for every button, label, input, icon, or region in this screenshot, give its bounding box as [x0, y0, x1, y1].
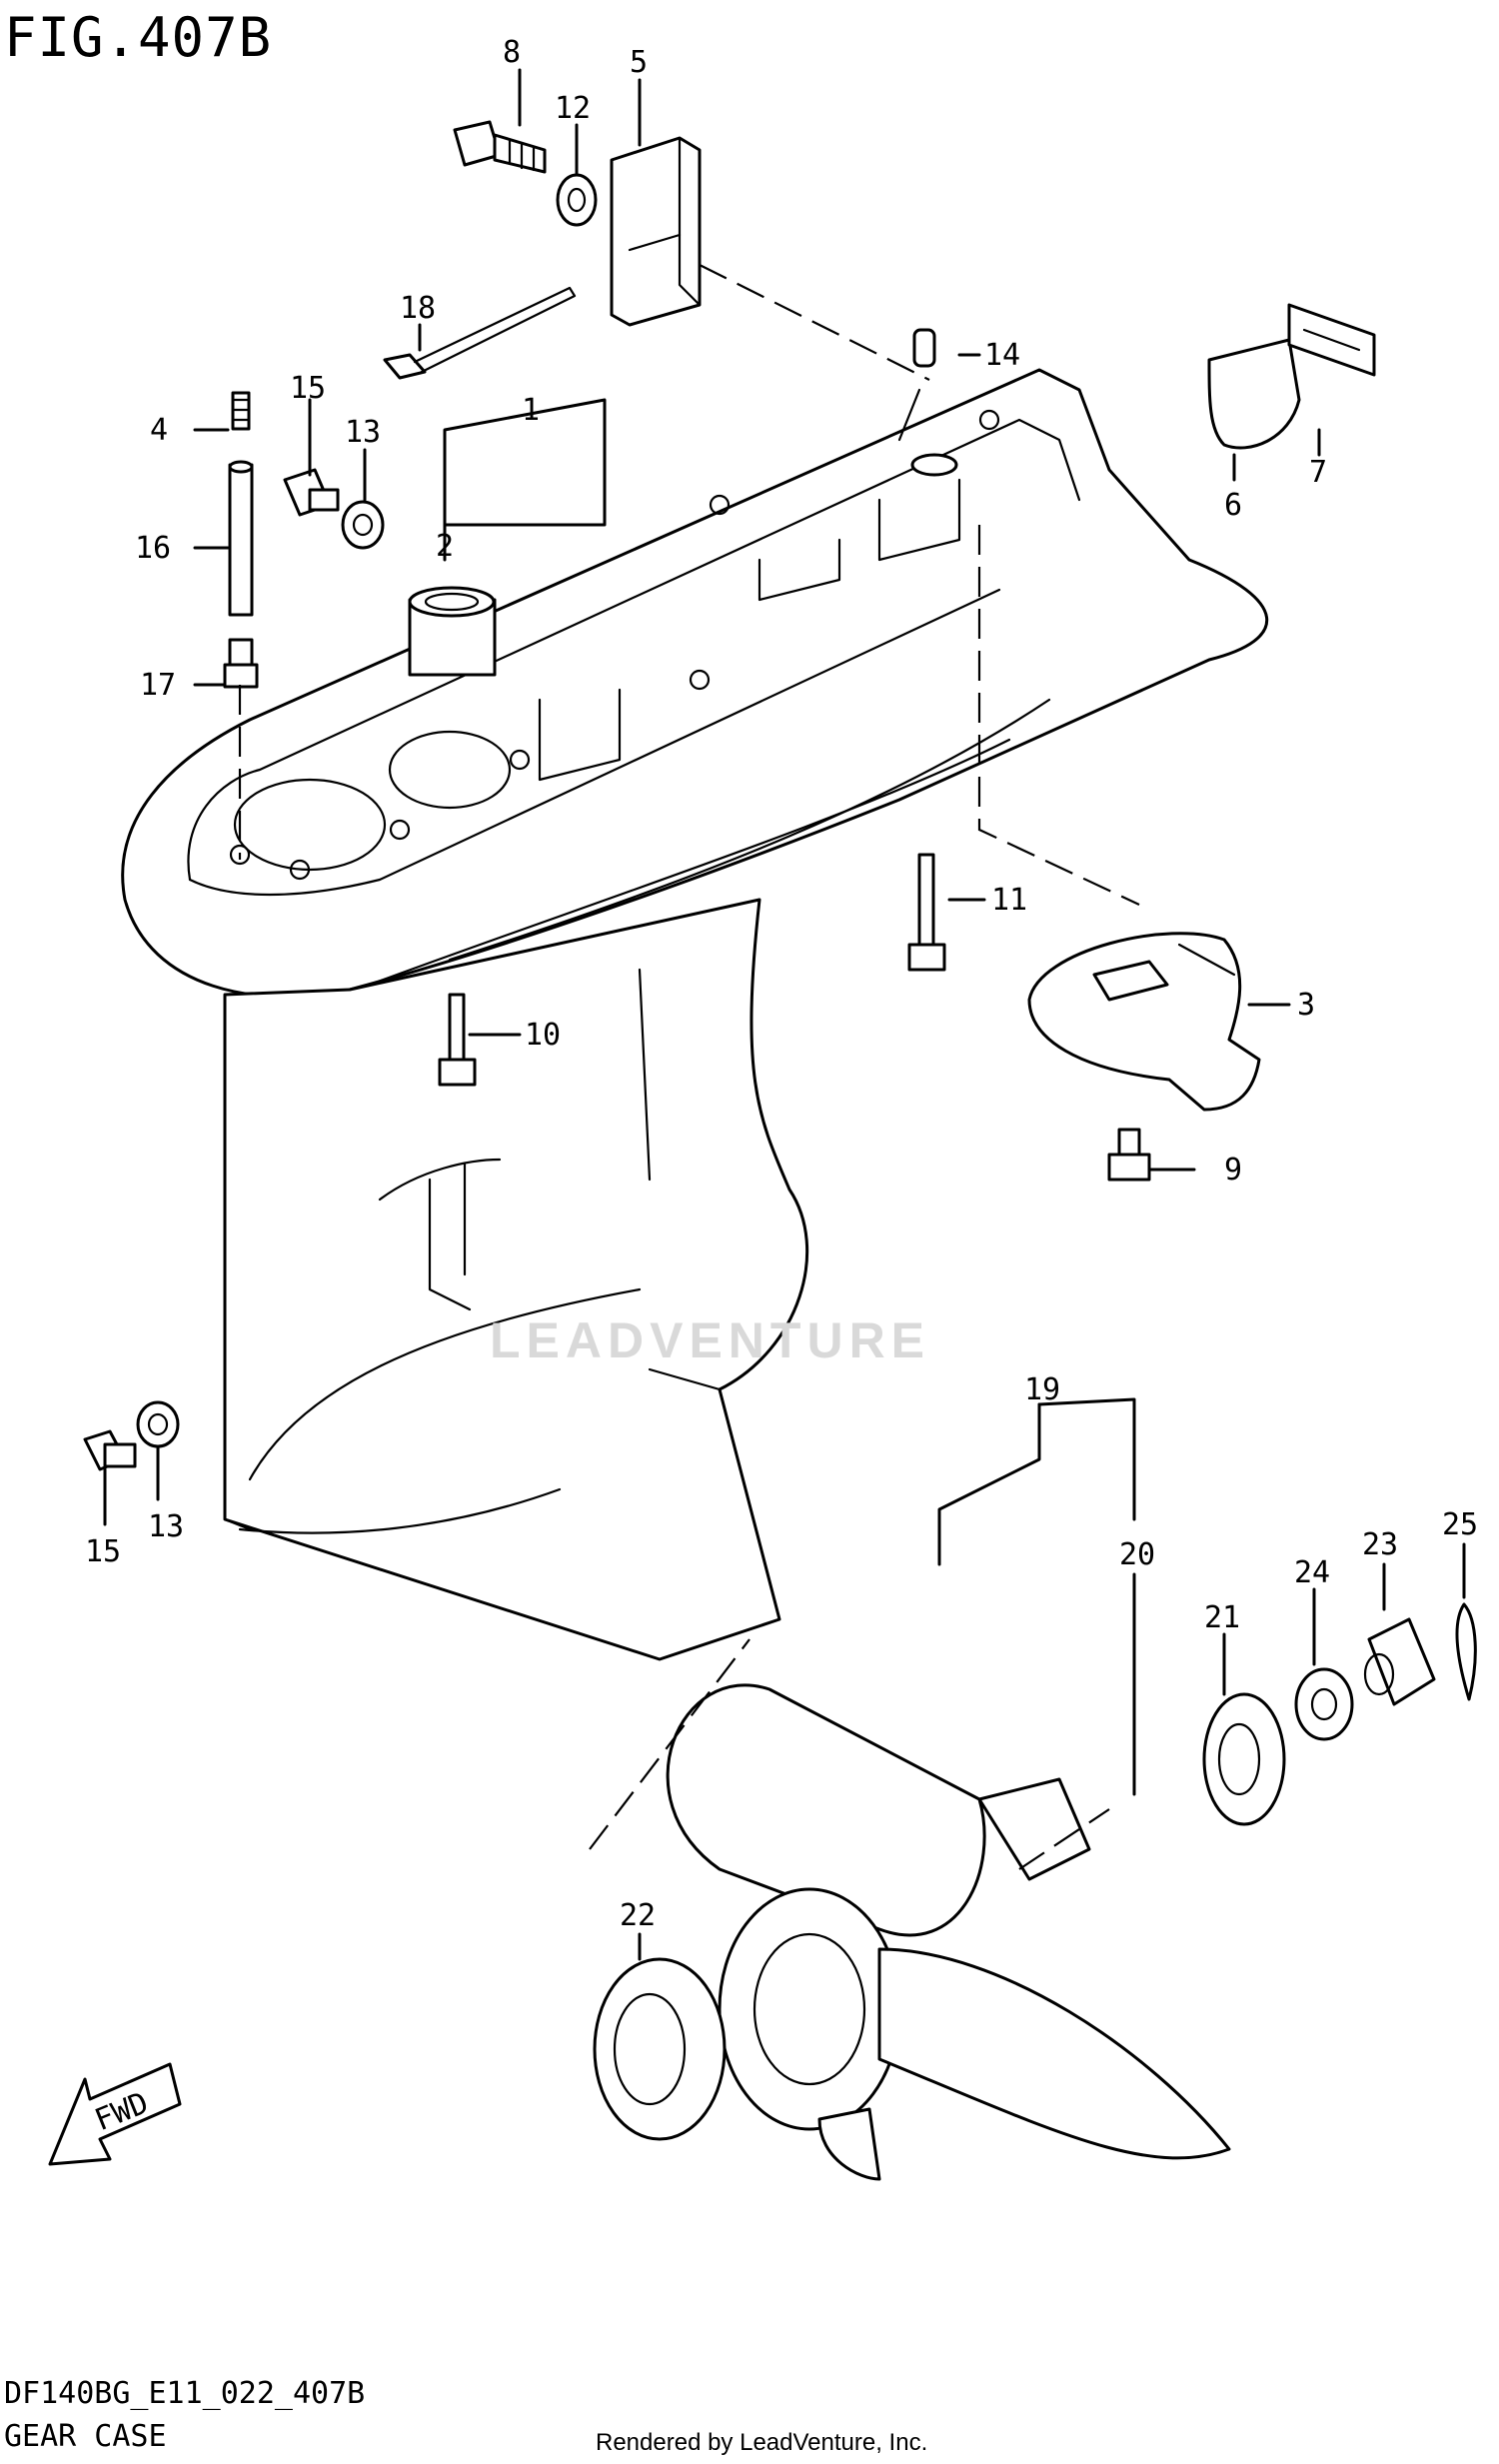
- gasket-13-bottom[interactable]: [136, 1400, 180, 1448]
- plug-15-top[interactable]: [283, 468, 340, 517]
- nut-9[interactable]: [1107, 1128, 1151, 1182]
- watermark: LEADVENTURE: [490, 1312, 931, 1368]
- model-code: DF140BG_E11_022_407B: [4, 2376, 366, 2411]
- callout-14: 14: [984, 338, 1020, 373]
- stopper-22[interactable]: [593, 1957, 727, 2141]
- callout-10: 10: [525, 1018, 561, 1053]
- callout-25: 25: [1442, 1507, 1478, 1542]
- cable-tie-18[interactable]: [383, 286, 577, 380]
- figure-name: GEAR CASE: [4, 2419, 167, 2454]
- callout-4: 4: [150, 413, 168, 448]
- callout-22: 22: [620, 1898, 656, 1933]
- callout-1: 1: [522, 393, 540, 428]
- prop-nut-23[interactable]: [1363, 1617, 1436, 1706]
- callout-24: 24: [1294, 1555, 1330, 1590]
- propeller-19[interactable]: [666, 1683, 1231, 2181]
- washer-24[interactable]: [1294, 1667, 1354, 1741]
- callout-6: 6: [1224, 488, 1242, 523]
- callout-labels: 8 12 5 18 14 6 7 4 15 13 1 16 2 17 11 3 …: [85, 35, 1478, 2138]
- spacer-21[interactable]: [1202, 1692, 1286, 1826]
- callout-18: 18: [400, 291, 436, 326]
- callout-15-bottom: 15: [85, 1534, 121, 1569]
- callout-9: 9: [1224, 1153, 1242, 1188]
- water-tube-16[interactable]: [228, 460, 254, 617]
- callout-2: 2: [436, 529, 454, 564]
- callout-11: 11: [991, 883, 1027, 918]
- callout-19: 19: [1024, 1372, 1060, 1407]
- plate-7[interactable]: [1287, 303, 1376, 377]
- gasket-13-top[interactable]: [341, 500, 385, 550]
- callout-13-top: 13: [345, 415, 381, 450]
- callout-8: 8: [503, 35, 521, 70]
- trim-tab-3[interactable]: [1027, 932, 1261, 1112]
- leader-lines: [103, 68, 1466, 1961]
- callout-21: 21: [1204, 1600, 1240, 1635]
- callout-13-bottom: 13: [148, 1509, 184, 1544]
- plug-15-bottom[interactable]: [83, 1429, 137, 1471]
- bolt-8[interactable]: [453, 120, 547, 174]
- cover-5[interactable]: [610, 136, 702, 327]
- fitting-17[interactable]: [223, 638, 259, 689]
- bolt-10[interactable]: [438, 993, 477, 1087]
- callout-3: 3: [1297, 988, 1315, 1023]
- callout-7: 7: [1309, 455, 1327, 490]
- bolt-11[interactable]: [907, 853, 946, 972]
- figure-title: FIG.407B: [4, 6, 273, 69]
- anode-6[interactable]: [1207, 338, 1301, 450]
- callout-20: 20: [1119, 1537, 1155, 1572]
- cotter-pin-25[interactable]: [1455, 1602, 1477, 1701]
- callout-16: 16: [135, 531, 171, 566]
- stud-4[interactable]: [231, 391, 251, 431]
- callout-12: 12: [555, 91, 591, 126]
- callout-15-top: 15: [290, 371, 326, 406]
- callout-23: 23: [1362, 1527, 1398, 1562]
- gear-case-housing[interactable]: [121, 368, 1268, 1661]
- rendered-by: Rendered by LeadVenture, Inc.: [596, 2429, 928, 2456]
- washer-12[interactable]: [556, 173, 598, 227]
- pin-14[interactable]: [912, 328, 936, 368]
- callout-5: 5: [630, 45, 648, 80]
- callout-17: 17: [140, 668, 176, 703]
- fwd-arrow: [48, 2062, 182, 2166]
